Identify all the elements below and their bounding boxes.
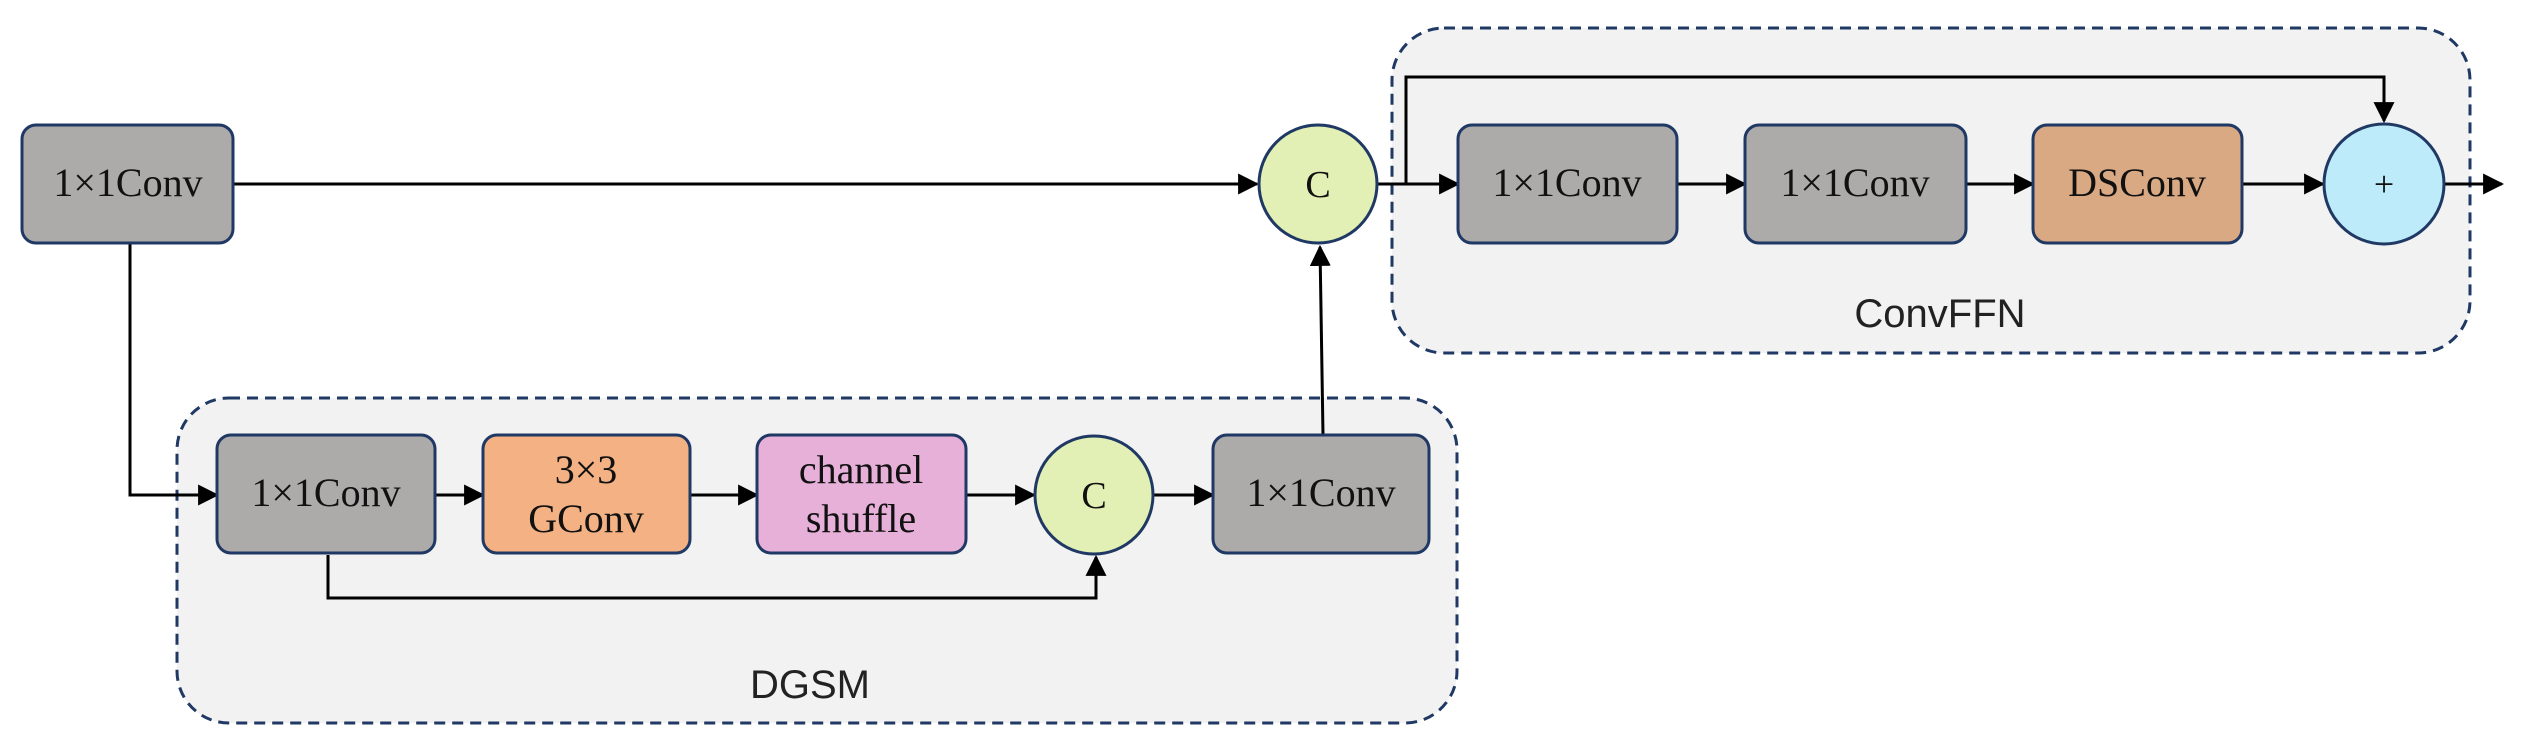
dsconv-label: DSConv bbox=[2068, 160, 2206, 205]
main-concat-node: C bbox=[1257, 123, 1379, 245]
dgsm-conv-out-label: 1×1Conv bbox=[1246, 470, 1395, 515]
edge-input-to-dgsm bbox=[128, 243, 220, 506]
input-conv-node: 1×1Conv bbox=[20, 123, 235, 245]
edge-dgsm-skip bbox=[326, 554, 1107, 600]
gconv-node: 3×3 GConv bbox=[481, 433, 692, 555]
dgsm-concat-node: C bbox=[1033, 434, 1155, 556]
dgsm-conv-out-node: 1×1Conv bbox=[1211, 433, 1431, 555]
input-conv-label: 1×1Conv bbox=[53, 160, 202, 205]
channel-shuffle-node: channel shuffle bbox=[755, 433, 968, 555]
connections bbox=[128, 75, 2505, 600]
edge-dgsm-to-concat bbox=[1309, 244, 1331, 436]
convffn-label: ConvFFN bbox=[1854, 292, 2025, 336]
dgsm-conv-in-node: 1×1Conv bbox=[215, 433, 437, 555]
gconv-label-line2: GConv bbox=[528, 496, 644, 541]
dgsm-concat-label: C bbox=[1081, 475, 1106, 517]
add-node: + bbox=[2322, 122, 2446, 246]
dgsm-label: DGSM bbox=[750, 663, 870, 707]
ffn-conv1-node: 1×1Conv bbox=[1456, 123, 1679, 245]
ffn-conv2-node: 1×1Conv bbox=[1743, 123, 1968, 245]
shuffle-label-line2: shuffle bbox=[806, 496, 916, 541]
dgsm-conv-in-label: 1×1Conv bbox=[251, 470, 400, 515]
main-concat-label: C bbox=[1305, 164, 1330, 206]
gconv-label-line1: 3×3 bbox=[555, 447, 618, 492]
add-label: + bbox=[2374, 164, 2394, 204]
edge-ffn-residual bbox=[1404, 75, 2395, 184]
shuffle-label-line1: channel bbox=[799, 447, 923, 492]
ffn-conv1-label: 1×1Conv bbox=[1492, 160, 1641, 205]
dsconv-node: DSConv bbox=[2031, 123, 2244, 245]
ffn-conv2-label: 1×1Conv bbox=[1780, 160, 1929, 205]
